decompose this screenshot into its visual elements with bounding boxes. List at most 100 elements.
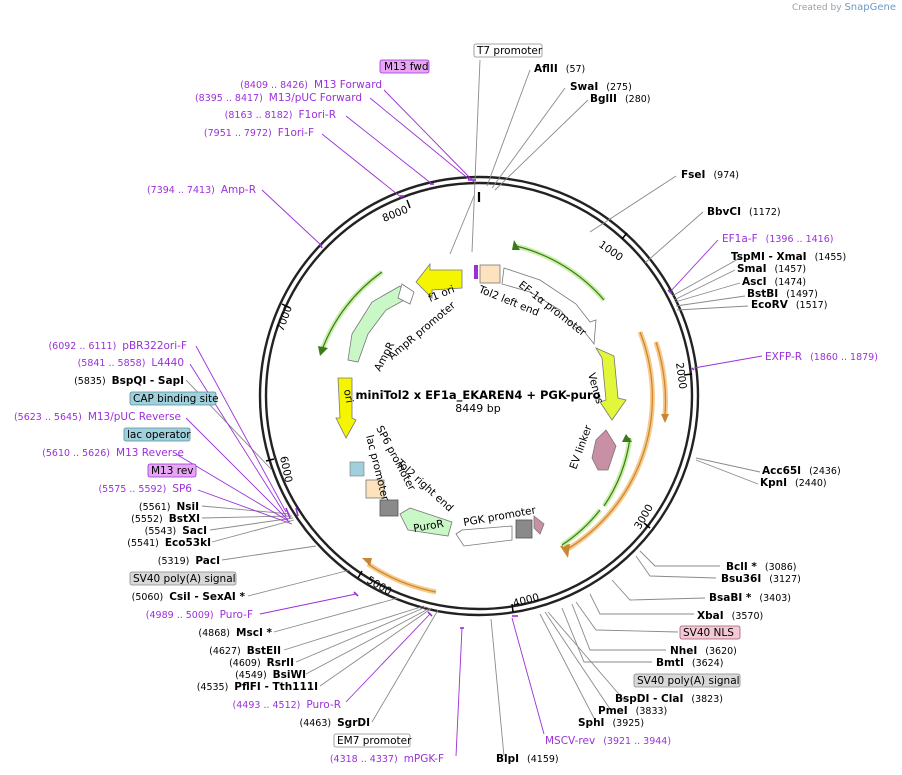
box-sv40pa-right — [633, 673, 741, 688]
enzyme-label: BbvCI(1172) — [707, 206, 781, 218]
box-t7 — [473, 43, 543, 58]
enzyme-label: SphI(3925) — [578, 717, 644, 729]
tick-2000: 2000 — [673, 362, 689, 390]
primer-label: (4493 .. 4512)Puro-R — [233, 699, 341, 711]
enzyme-label: XbaI(3570) — [697, 610, 763, 622]
lac-operator-feature — [349, 461, 365, 477]
boxed-label-sv40pa-left: SV40 poly(A) signal — [133, 573, 236, 585]
enzyme-label: (4627)BstEII — [209, 645, 281, 657]
green-band-top-arrowhead — [512, 240, 520, 250]
primer-label: (7394 .. 7413)Amp-R — [147, 184, 256, 196]
green-band-left-line — [321, 271, 383, 351]
primer-label: (8163 .. 8182)F1ori-R — [225, 109, 336, 121]
ampr-feature — [347, 285, 409, 363]
enzyme-label: (4535)PflFI - Tth111I — [197, 681, 318, 693]
boxed-label-m13fwd: M13 fwd — [384, 61, 429, 73]
puror-small-feature — [379, 499, 399, 517]
venus-feature — [595, 347, 627, 421]
primer-labels: (8409 .. 8426)M13 Forward (8395 .. 8417)… — [14, 79, 878, 765]
primer-label: (5841 .. 5858)L4440 — [78, 357, 184, 369]
enzyme-label: AflII(57) — [534, 63, 585, 75]
primer-label: (4318 .. 4337)mPGK-F — [330, 753, 444, 765]
box-lacop — [123, 427, 191, 442]
f1-ori-feature — [415, 262, 463, 299]
boxed-label-t7: T7 promoter — [476, 45, 543, 57]
enzyme-label: (5543)SacI — [145, 525, 207, 537]
feature-label-ori: ori — [341, 388, 355, 404]
green-band-right-arrowhead — [622, 434, 632, 442]
tick-8000: 8000 — [381, 204, 410, 225]
enzyme-label: KpnI(2440) — [760, 477, 827, 489]
enzyme-label: (5552)BstXI — [131, 513, 200, 525]
primer-label: MSCV-rev(3921 .. 3944) — [545, 735, 671, 747]
box-em7 — [333, 733, 411, 748]
snapgene-logo: SnapGene — [844, 2, 896, 13]
enzyme-leaders-right — [486, 69, 761, 757]
boxed-label-sv40nls: SV40 NLS — [683, 627, 734, 639]
tick-6000: 6000 — [277, 455, 294, 484]
boxed-label-em7: EM7 promoter — [337, 735, 412, 747]
green-band-top-line — [515, 245, 605, 301]
primer-label: (8395 .. 8417)M13/pUC Forward — [195, 92, 362, 104]
box-m13rev — [147, 463, 197, 478]
pgk-promoter-feature — [455, 525, 513, 547]
enzyme-label: AscI(1474) — [742, 276, 806, 288]
orange-band-right-line — [565, 331, 654, 551]
enzyme-label: (4868)MscI * — [198, 627, 272, 639]
ev-linker-feature — [591, 429, 617, 471]
boxed-label-lacop: lac operator — [127, 429, 191, 441]
green-band-right2-line — [561, 509, 601, 546]
box-cap — [129, 391, 217, 406]
enzyme-label: PmeI(3833) — [598, 705, 667, 717]
tol2-right-feature — [365, 479, 385, 499]
boxed-label-cap: CAP binding site — [133, 393, 219, 405]
enzyme-label: EcoRV(1517) — [751, 299, 827, 311]
enzyme-label: TspMI - XmaI(1455) — [731, 251, 846, 263]
enzyme-label: (4609)RsrII — [229, 657, 294, 669]
orange-band-arrowhead — [560, 544, 570, 558]
orange-band-left-line — [367, 563, 437, 593]
linker-feature — [533, 515, 545, 535]
enzyme-label: Bsu36I(3127) — [721, 573, 801, 585]
primer-label: (6092 .. 6111)pBR322ori-F — [48, 340, 187, 352]
box-sv40nls — [679, 625, 741, 640]
enzyme-label: NheI(3620) — [670, 645, 737, 657]
orange-band-2-arrowhead — [661, 414, 669, 423]
backbone-outer — [258, 175, 700, 617]
boxed-label-m13rev: M13 rev — [151, 465, 194, 477]
ef1a-promoter-feature — [501, 267, 597, 346]
enzyme-label: (5561)NsiI — [139, 501, 199, 513]
t7-small-feature — [474, 265, 478, 279]
enzyme-label: SwaI(275) — [570, 81, 632, 93]
green-band-left-arrowhead — [318, 346, 328, 356]
enzyme-label: (4549)BsiWI — [235, 669, 306, 681]
enzyme-leaders-left — [185, 59, 481, 723]
orange-band-2-line — [655, 341, 667, 416]
ori-feature — [335, 377, 357, 439]
plasmid-name: miniTol2 x EF1a_EKAREN4 + PGK-puro — [355, 388, 600, 403]
backbone-inner — [264, 181, 694, 611]
enzyme-labels-right: AflII(57) SwaI(275) BglII(280) FseI(974)… — [496, 63, 846, 765]
enzyme-label: Acc65I(2436) — [762, 465, 841, 477]
primer-label: (5623 .. 5645)M13/pUC Reverse — [14, 411, 181, 423]
enzyme-label: BlpI(4159) — [496, 753, 559, 765]
primer-leaders — [175, 89, 763, 757]
tick-1000: 1000 — [596, 239, 625, 264]
puror-feature — [399, 507, 453, 537]
enzyme-labels-left: (5835)BspQI - SapI (5561)NsiI (5552)BstX… — [74, 375, 370, 729]
plasmid-length: 8449 bp — [455, 402, 500, 415]
primer-label: (7951 .. 7972)F1ori-F — [204, 127, 314, 139]
boxed-labels: M13 fwd T7 promoter CAP binding site lac… — [123, 43, 741, 748]
feature-label-amprprom: AmpR promoter — [386, 299, 458, 362]
enzyme-label: BspDI - ClaI(3823) — [615, 693, 723, 705]
enzyme-label: FseI(974) — [681, 169, 739, 181]
enzyme-label: BclI *(3086) — [726, 561, 796, 573]
enzyme-label: BsaBI *(3403) — [709, 592, 791, 604]
primer-label: EXFP-R(1860 .. 1879) — [765, 351, 878, 363]
enzyme-label: (5835)BspQI - SapI — [74, 375, 184, 387]
enzyme-label: (5319)PacI — [158, 555, 220, 567]
primer-marks — [285, 179, 695, 629]
ampr-promoter-feature — [397, 283, 415, 305]
enzyme-label: BmtI(3624) — [656, 657, 723, 669]
enzyme-label: (5541)Eco53kI — [127, 537, 211, 549]
